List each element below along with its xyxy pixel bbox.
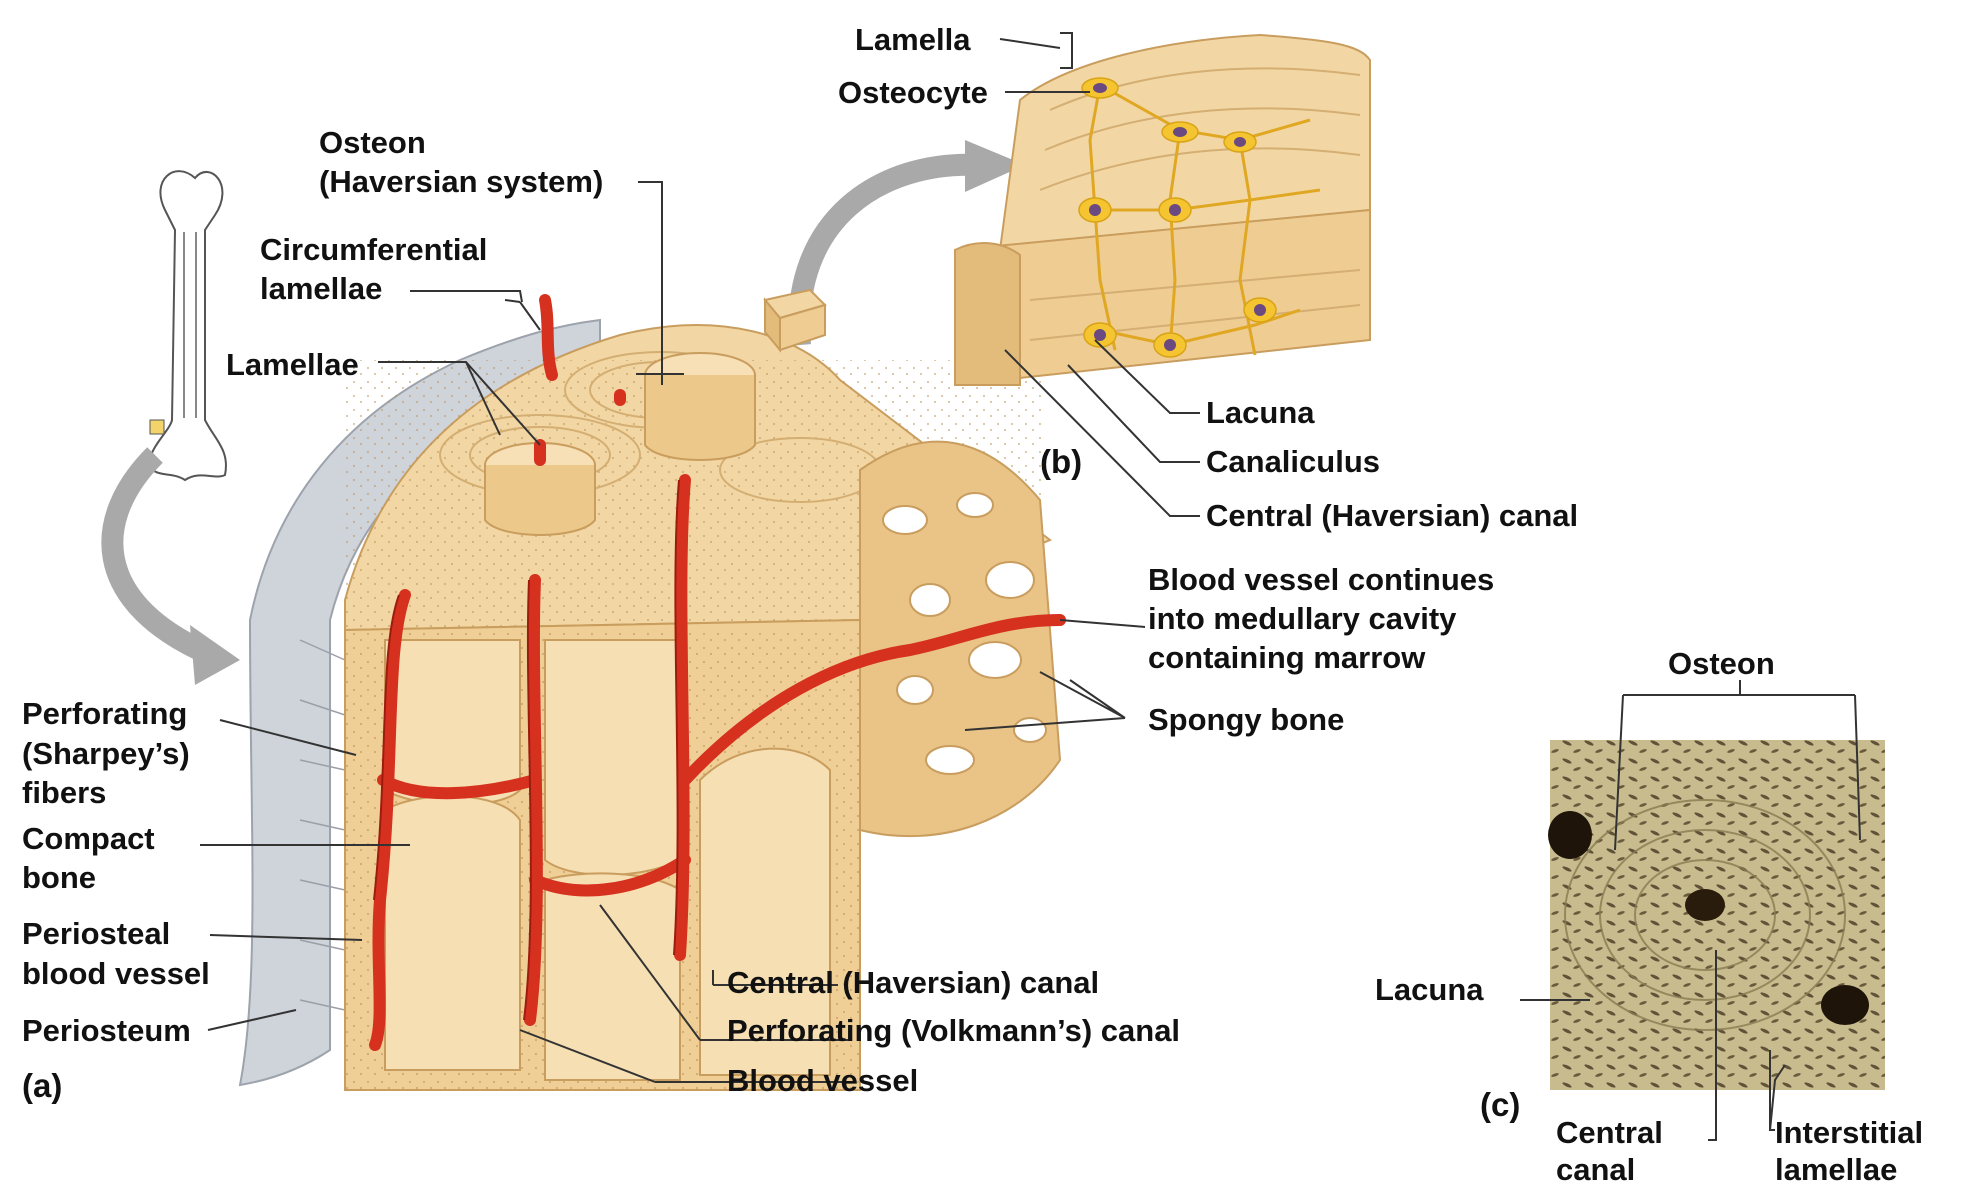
- label-blood-vessel-continues-3: containing marrow: [1148, 640, 1426, 675]
- leader-lines: [200, 32, 1861, 1141]
- label-lamella: Lamella: [855, 22, 971, 57]
- label-canaliculus: Canaliculus: [1206, 444, 1380, 479]
- osteon-wedge-detail: [763, 33, 1371, 387]
- label-central-canal-c-1: Central: [1556, 1115, 1663, 1150]
- label-perforating-fibers-1: Perforating: [22, 696, 188, 731]
- arrow-bone-to-block-icon: [101, 447, 240, 685]
- label-perforating-fibers-2: (Sharpey’s): [22, 736, 190, 771]
- label-periosteum: Periosteum: [22, 1013, 191, 1048]
- label-interstitial-2: lamellae: [1775, 1152, 1898, 1187]
- panel-a-tag: (a): [22, 1067, 63, 1104]
- bone-block: [238, 294, 1066, 1091]
- label-central-canal-a: Central (Haversian) canal: [727, 965, 1100, 1000]
- label-circumferential-lamellae: lamellae: [260, 271, 383, 306]
- label-blood-vessel-continues-2: into medullary cavity: [1148, 601, 1457, 636]
- label-circumferential: Circumferential: [260, 232, 488, 267]
- label-blood-vessel: Blood vessel: [727, 1063, 919, 1098]
- label-lacuna-b: Lacuna: [1206, 395, 1315, 430]
- label-perforating-fibers-3: fibers: [22, 775, 107, 810]
- label-osteon-c: Osteon: [1668, 646, 1775, 681]
- label-osteon: Osteon: [319, 125, 426, 160]
- label-periosteal-2: blood vessel: [22, 956, 210, 991]
- label-haversian-system: (Haversian system): [319, 164, 604, 199]
- label-lamellae: Lamellae: [226, 347, 359, 382]
- micrograph-image: [1548, 740, 1885, 1090]
- label-periosteal-1: Periosteal: [22, 916, 171, 951]
- label-osteocyte: Osteocyte: [838, 75, 988, 110]
- label-central-canal-c-2: canal: [1556, 1152, 1636, 1187]
- label-compact-bone-2: bone: [22, 860, 97, 895]
- panel-b-tag: (b): [1040, 443, 1083, 480]
- label-central-canal-b: Central (Haversian) canal: [1206, 498, 1579, 533]
- label-compact-bone-1: Compact: [22, 821, 155, 856]
- label-blood-vessel-continues-1: Blood vessel continues: [1148, 562, 1495, 597]
- label-volkmann-canal: Perforating (Volkmann’s) canal: [727, 1013, 1181, 1048]
- label-lacuna-c: Lacuna: [1375, 972, 1484, 1007]
- label-spongy-bone: Spongy bone: [1148, 702, 1345, 737]
- long-bone-icon: [148, 170, 227, 482]
- panel-c-tag: (c): [1480, 1086, 1521, 1123]
- label-interstitial-1: Interstitial: [1775, 1115, 1924, 1150]
